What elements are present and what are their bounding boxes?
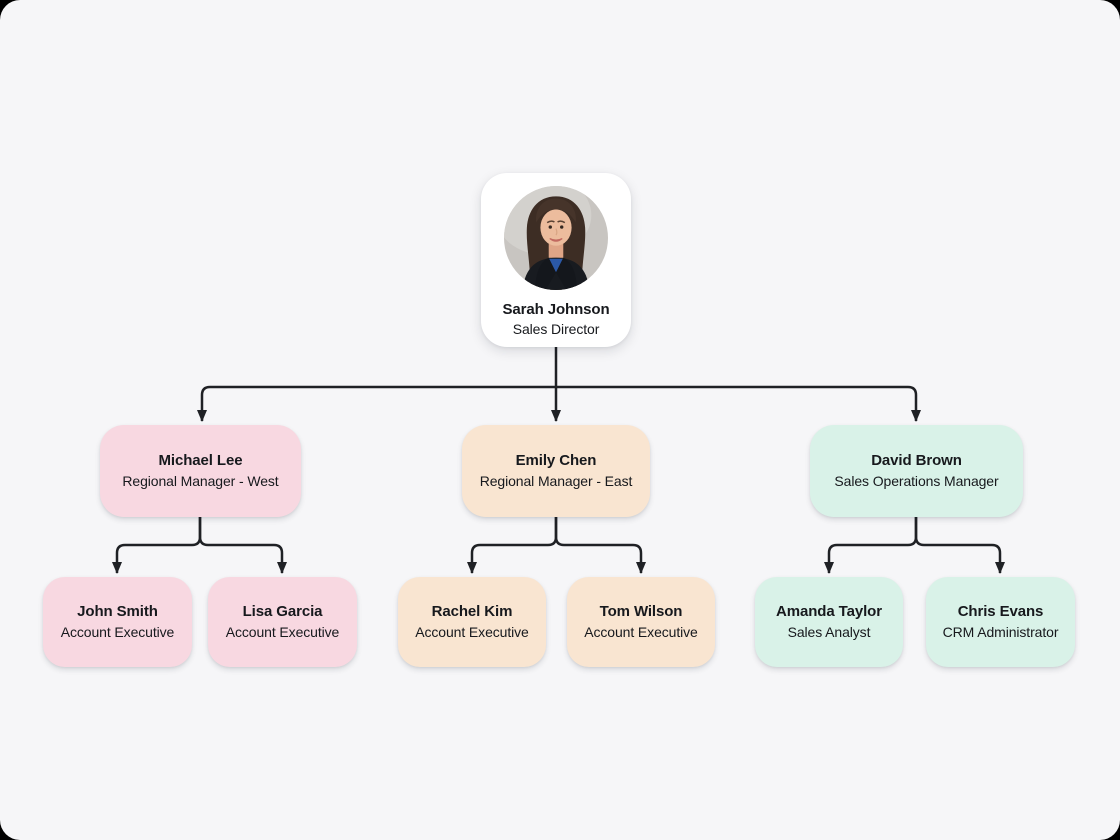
sarah-johnson-portrait <box>504 186 608 290</box>
person-title: Account Executive <box>60 623 175 640</box>
org-node-sarah-johnson[interactable]: Sarah Johnson Sales Director <box>481 173 631 347</box>
org-node-amanda-taylor[interactable]: Amanda Taylor Sales Analyst <box>755 577 903 667</box>
org-node-emily-chen[interactable]: Emily Chen Regional Manager - East <box>462 425 650 517</box>
connector-david-to-amanda-taylor <box>824 517 918 574</box>
connector-root-to-david-brown <box>556 385 921 422</box>
connector-michael-to-john-smith <box>112 517 202 574</box>
person-title: Account Executive <box>584 623 698 640</box>
person-title: Sales Director <box>512 321 600 337</box>
person-name: John Smith <box>77 602 158 620</box>
person-name: Tom Wilson <box>599 602 683 620</box>
person-title: Sales Analyst <box>787 623 871 640</box>
person-title: Account Executive <box>225 623 340 640</box>
person-title: Account Executive <box>415 623 529 640</box>
org-node-chris-evans[interactable]: Chris Evans CRM Administrator <box>926 577 1075 667</box>
org-node-john-smith[interactable]: John Smith Account Executive <box>43 577 192 667</box>
person-title: CRM Administrator <box>942 623 1059 640</box>
person-name: Lisa Garcia <box>242 602 323 620</box>
person-name: David Brown <box>871 451 962 469</box>
org-node-tom-wilson[interactable]: Tom Wilson Account Executive <box>567 577 715 667</box>
connector-root-to-michael-lee <box>197 385 556 422</box>
org-node-rachel-kim[interactable]: Rachel Kim Account Executive <box>398 577 546 667</box>
org-node-david-brown[interactable]: David Brown Sales Operations Manager <box>810 425 1023 517</box>
person-title: Sales Operations Manager <box>834 472 999 489</box>
person-title: Regional Manager - West <box>122 472 279 489</box>
person-title: Regional Manager - East <box>479 472 633 489</box>
connector-david-to-chris-evans <box>914 517 1005 574</box>
person-name: Rachel Kim <box>431 602 513 620</box>
person-name: Chris Evans <box>957 602 1044 620</box>
person-name: Amanda Taylor <box>776 602 882 620</box>
connector-emily-to-tom-wilson <box>554 517 646 574</box>
person-name: Sarah Johnson <box>502 301 610 318</box>
org-node-lisa-garcia[interactable]: Lisa Garcia Account Executive <box>208 577 357 667</box>
person-name: Michael Lee <box>158 451 243 469</box>
connector-michael-to-lisa-garcia <box>198 517 287 574</box>
person-name: Emily Chen <box>515 451 597 469</box>
org-node-michael-lee[interactable]: Michael Lee Regional Manager - West <box>100 425 301 517</box>
connector-emily-to-rachel-kim <box>467 517 558 574</box>
